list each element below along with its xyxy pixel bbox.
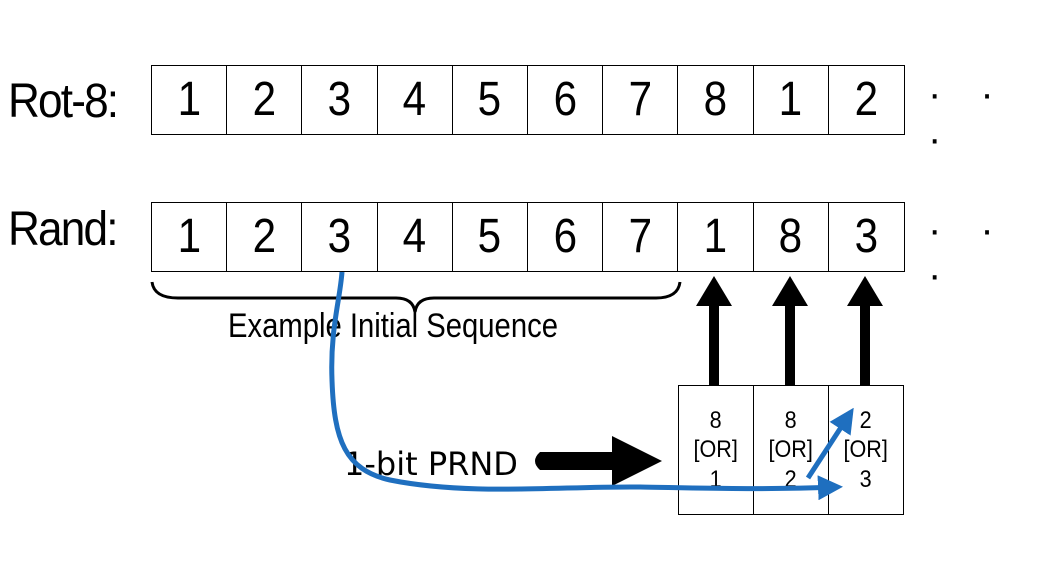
row-label-rot8: Rot-8: [8,75,119,128]
rand-cell: 6 [528,203,604,271]
rand-cell: 3 [302,203,378,271]
rot8-cell: 6 [528,66,604,134]
initial-sequence-brace [150,281,682,313]
rot8-cell: 3 [302,66,378,134]
rot8-cell: 2 [854,73,879,126]
rand-cell: 1 [678,203,754,271]
ellipsis-rot8: · · · [928,72,1008,161]
rot8-cell: 7 [603,66,679,134]
row-label-rand: Rand: [8,203,118,256]
choice-box: 8[OR]1 [678,385,754,515]
rand-cell: 3 [854,210,879,263]
rot8-cell: 8 [678,66,754,134]
sequence-rot8: 1 2 3 4 5 6 7 8 1 2 [151,65,905,135]
rand-cell: 7 [603,203,679,271]
rot8-cell: 5 [453,66,528,134]
rot8-cell: 1 [152,66,228,134]
flow-curve [329,271,843,501]
rand-cell: 1 [152,203,228,271]
choice-box: 8[OR]2 [753,385,829,515]
rand-cell: 4 [378,203,453,271]
ellipsis-rand: · · · [928,208,1008,297]
prnd-arrow [535,436,662,486]
rot8-cell: 2 [227,66,303,134]
brace-caption: Example Initial Sequence [228,307,558,345]
rot8-cell: 1 [754,66,829,134]
rot8-cell: 4 [378,66,453,134]
sequence-rand: 1 2 3 4 5 6 7 1 8 3 [151,202,905,272]
heavy-up-arrows [696,276,883,385]
rand-cell: 5 [453,203,528,271]
rand-cell: 2 [227,203,303,271]
rand-cell: 8 [754,203,829,271]
flow-diagonal [805,407,854,480]
